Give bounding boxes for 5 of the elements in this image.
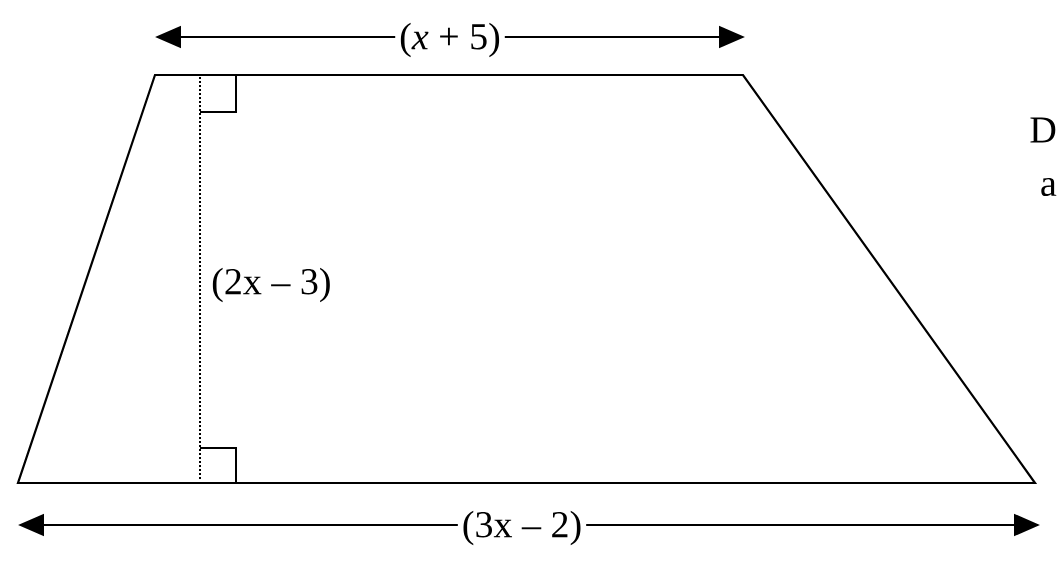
dimension-label: (2x – 3)	[212, 267, 330, 303]
dimension-label: (x + 5)	[395, 18, 505, 62]
dimension-label: (3x – 2)	[457, 506, 587, 550]
note-text: D	[1030, 117, 1056, 143]
note-text: a	[1041, 177, 1057, 197]
